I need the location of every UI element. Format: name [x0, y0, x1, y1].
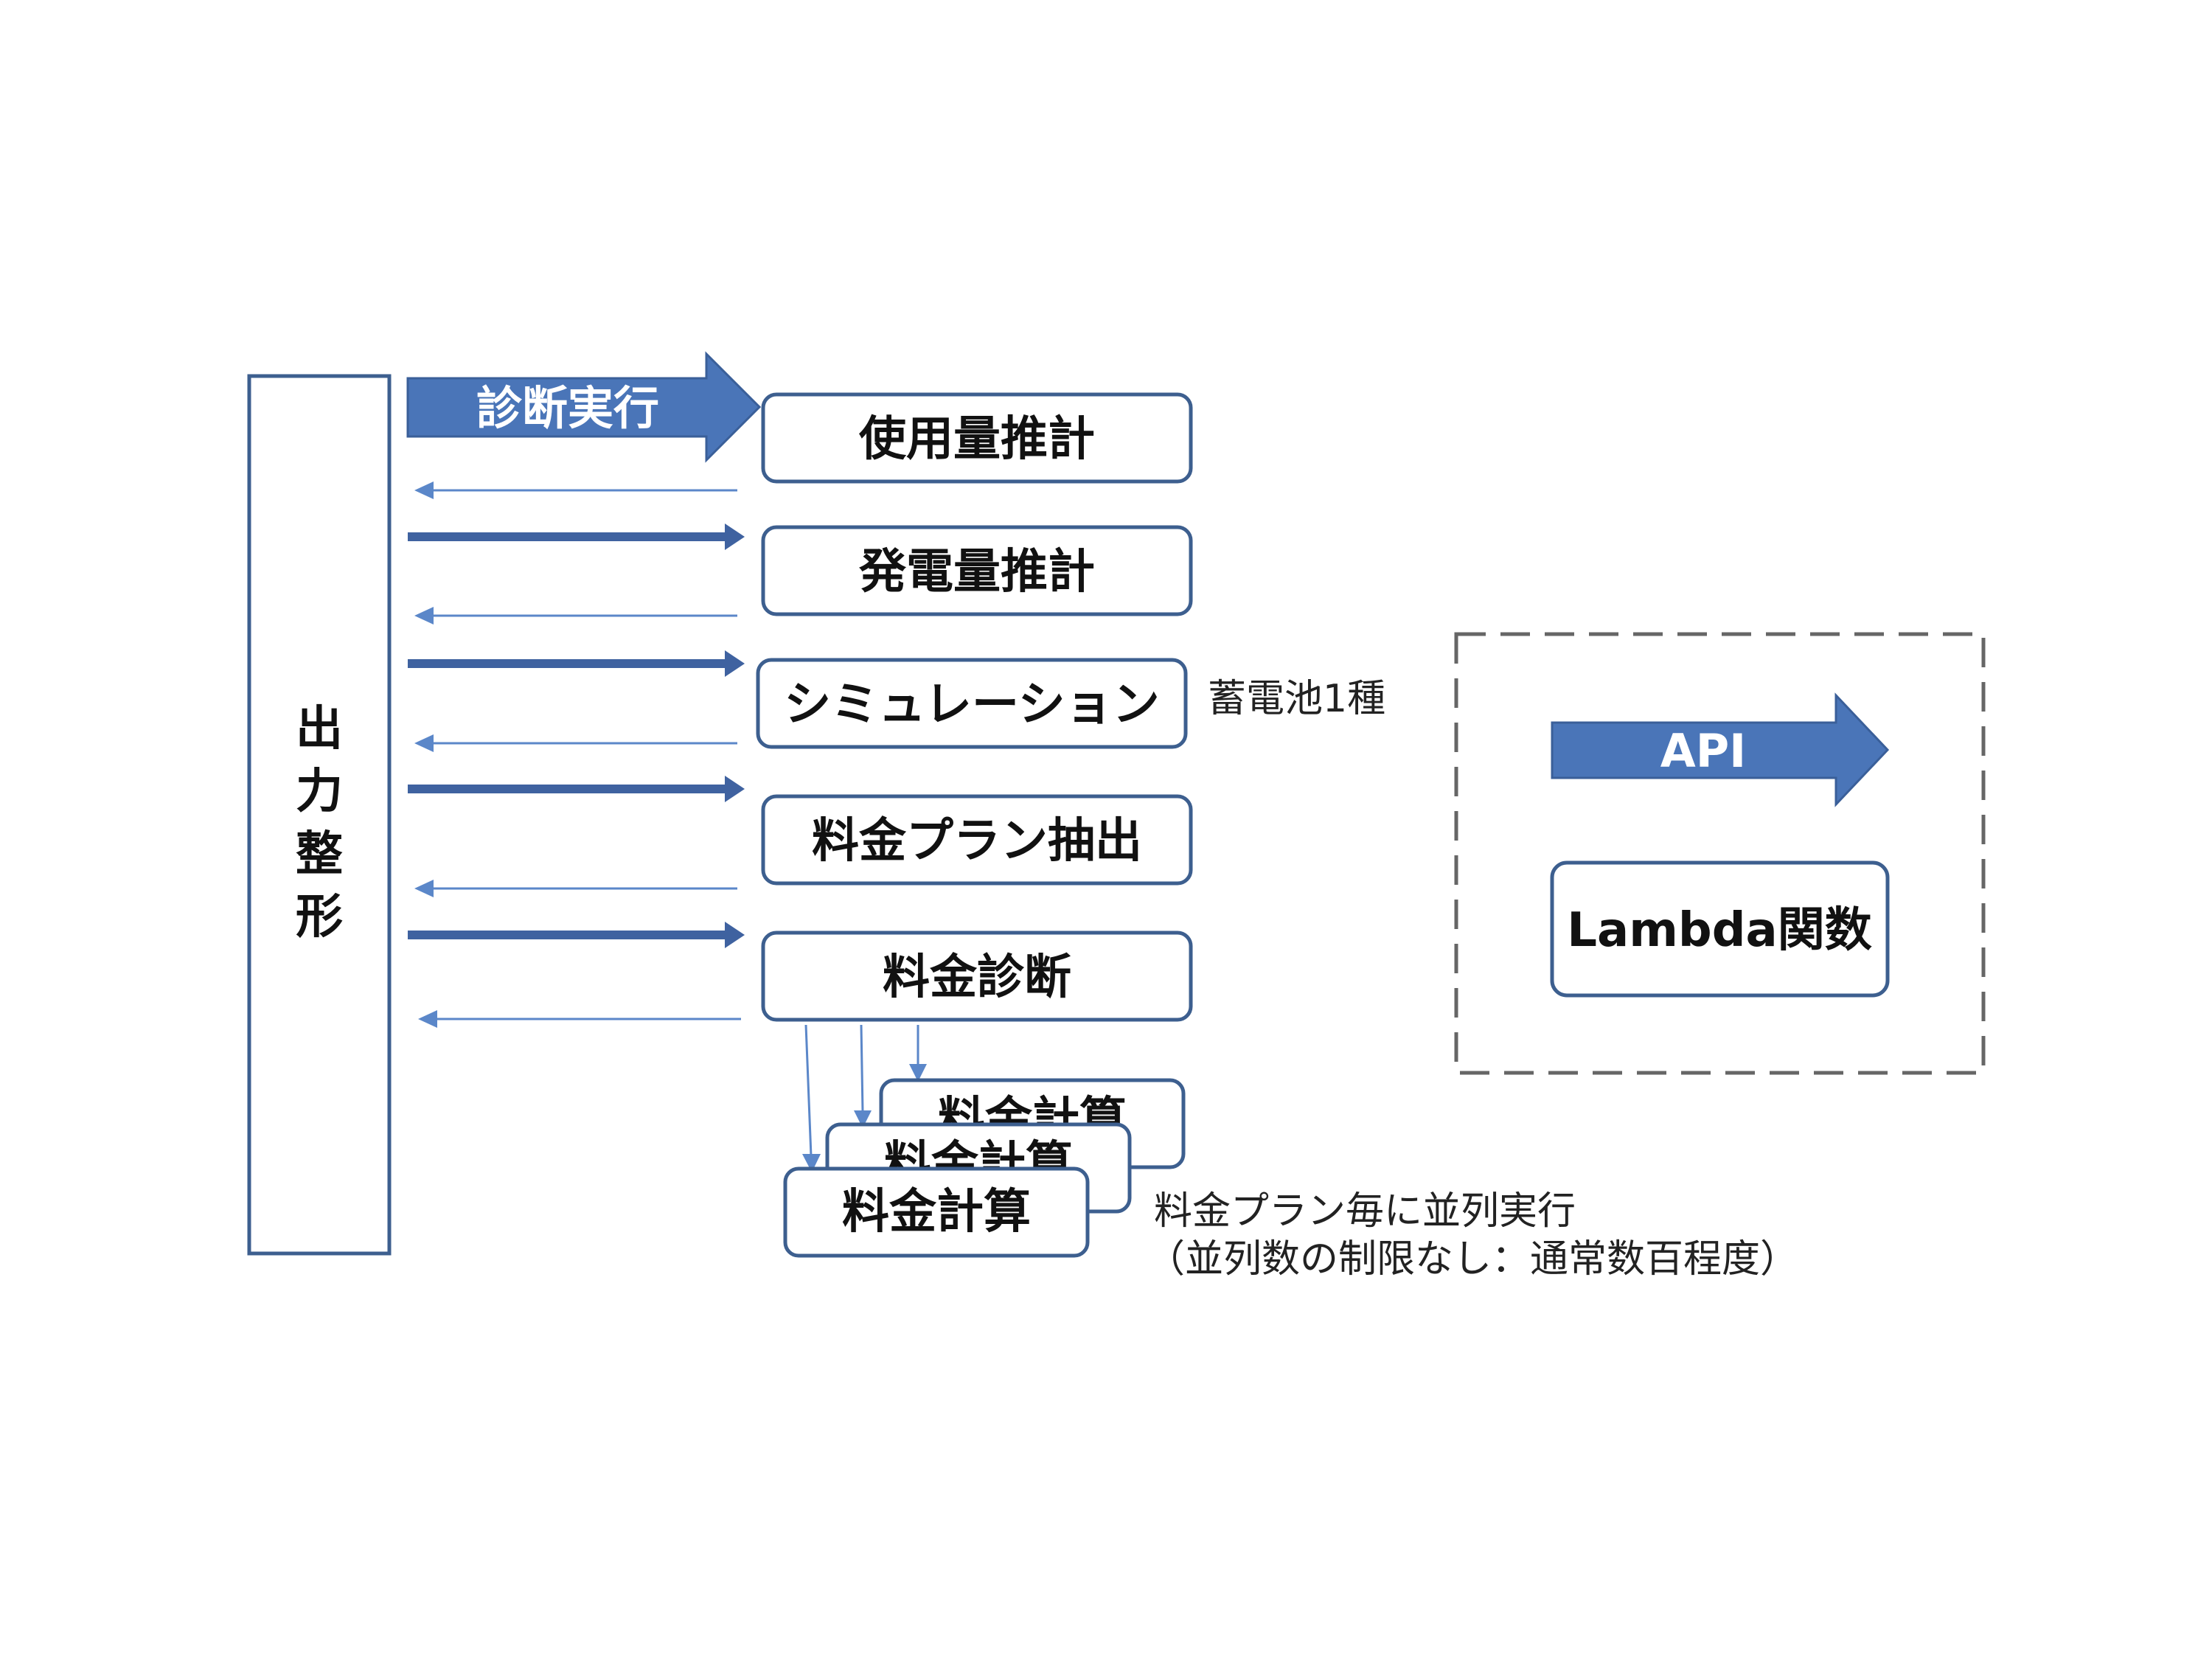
- fanout-arrow-2: [860, 1024, 864, 1113]
- run-arrow-label: 診断実行: [476, 381, 659, 435]
- legend-dashed-border: [1454, 632, 1986, 1075]
- response-arrow-2-head: [414, 607, 434, 625]
- side-label-char-1: 出: [296, 702, 343, 757]
- fanout-arrow-1: [804, 1024, 813, 1157]
- request-arrow-5-head: [725, 922, 745, 948]
- step-box-plan-extraction: [761, 794, 1193, 886]
- response-arrows: [414, 481, 741, 1028]
- step-label-usage-estimate: 使用量推計: [859, 412, 1095, 467]
- step-boxes: 使用量推計 発電量推計 シミュレーション 料金プラン抽出 料金診断: [756, 392, 1193, 1022]
- step-label-fee-diagnosis: 料金診断: [883, 950, 1071, 1005]
- step-label-plan-extraction: 料金プラン抽出: [812, 814, 1142, 869]
- request-arrow-2-head: [725, 524, 745, 550]
- legend: API Lambda関数: [1454, 632, 1986, 1075]
- side-label-char-3: 整: [296, 827, 343, 882]
- fanout-arrow-2-head: [854, 1110, 872, 1128]
- parallel-note-line1: 料金プラン毎に並列実行: [1154, 1189, 1576, 1234]
- fee-calc-box-front: [783, 1166, 1090, 1258]
- step-box-usage-estimate: [761, 392, 1193, 484]
- legend-lambda-box: [1550, 860, 1890, 998]
- output-format-column: 出 力 整 形: [247, 374, 392, 1256]
- fee-calc-label-front: 料金計算: [842, 1185, 1031, 1239]
- request-arrow-3-head: [725, 650, 745, 677]
- step-label-simulation: シミュレーション: [784, 678, 1159, 732]
- run-diagnosis-arrow: 診断実行: [406, 351, 762, 463]
- request-arrows: [408, 524, 745, 948]
- response-arrow-1-head: [414, 481, 434, 499]
- step-label-generation-estimate: 発電量推計: [859, 545, 1095, 599]
- fee-calc-stack: 料金計算 料金計算 料金計算: [783, 1078, 1186, 1258]
- legend-api-arrow: [1551, 692, 1890, 807]
- step-box-simulation: [756, 658, 1188, 749]
- step-box-generation-estimate: [761, 525, 1193, 616]
- legend-lambda-label: Lambda関数: [1567, 903, 1871, 958]
- fanout-arrows: [802, 1024, 927, 1172]
- response-arrow-4-head: [414, 880, 434, 897]
- side-label-char-2: 力: [296, 765, 343, 819]
- parallel-note-line2: （並列数の制限なし：通常数百程度）: [1147, 1237, 1798, 1281]
- output-format-box: [247, 374, 392, 1256]
- legend-api-label: API: [1660, 724, 1747, 778]
- step-box-fee-diagnosis: [761, 931, 1193, 1022]
- side-label-char-4: 形: [296, 890, 343, 945]
- fanout-arrow-1-head: [802, 1154, 821, 1172]
- fanout-arrow-3-head: [909, 1064, 927, 1082]
- request-arrow-4-head: [725, 776, 745, 802]
- run-arrow-shape: [406, 351, 762, 463]
- simulation-note: 蓄電池1種: [1208, 677, 1385, 721]
- response-arrow-5-head: [418, 1010, 437, 1028]
- response-arrow-3-head: [414, 734, 434, 752]
